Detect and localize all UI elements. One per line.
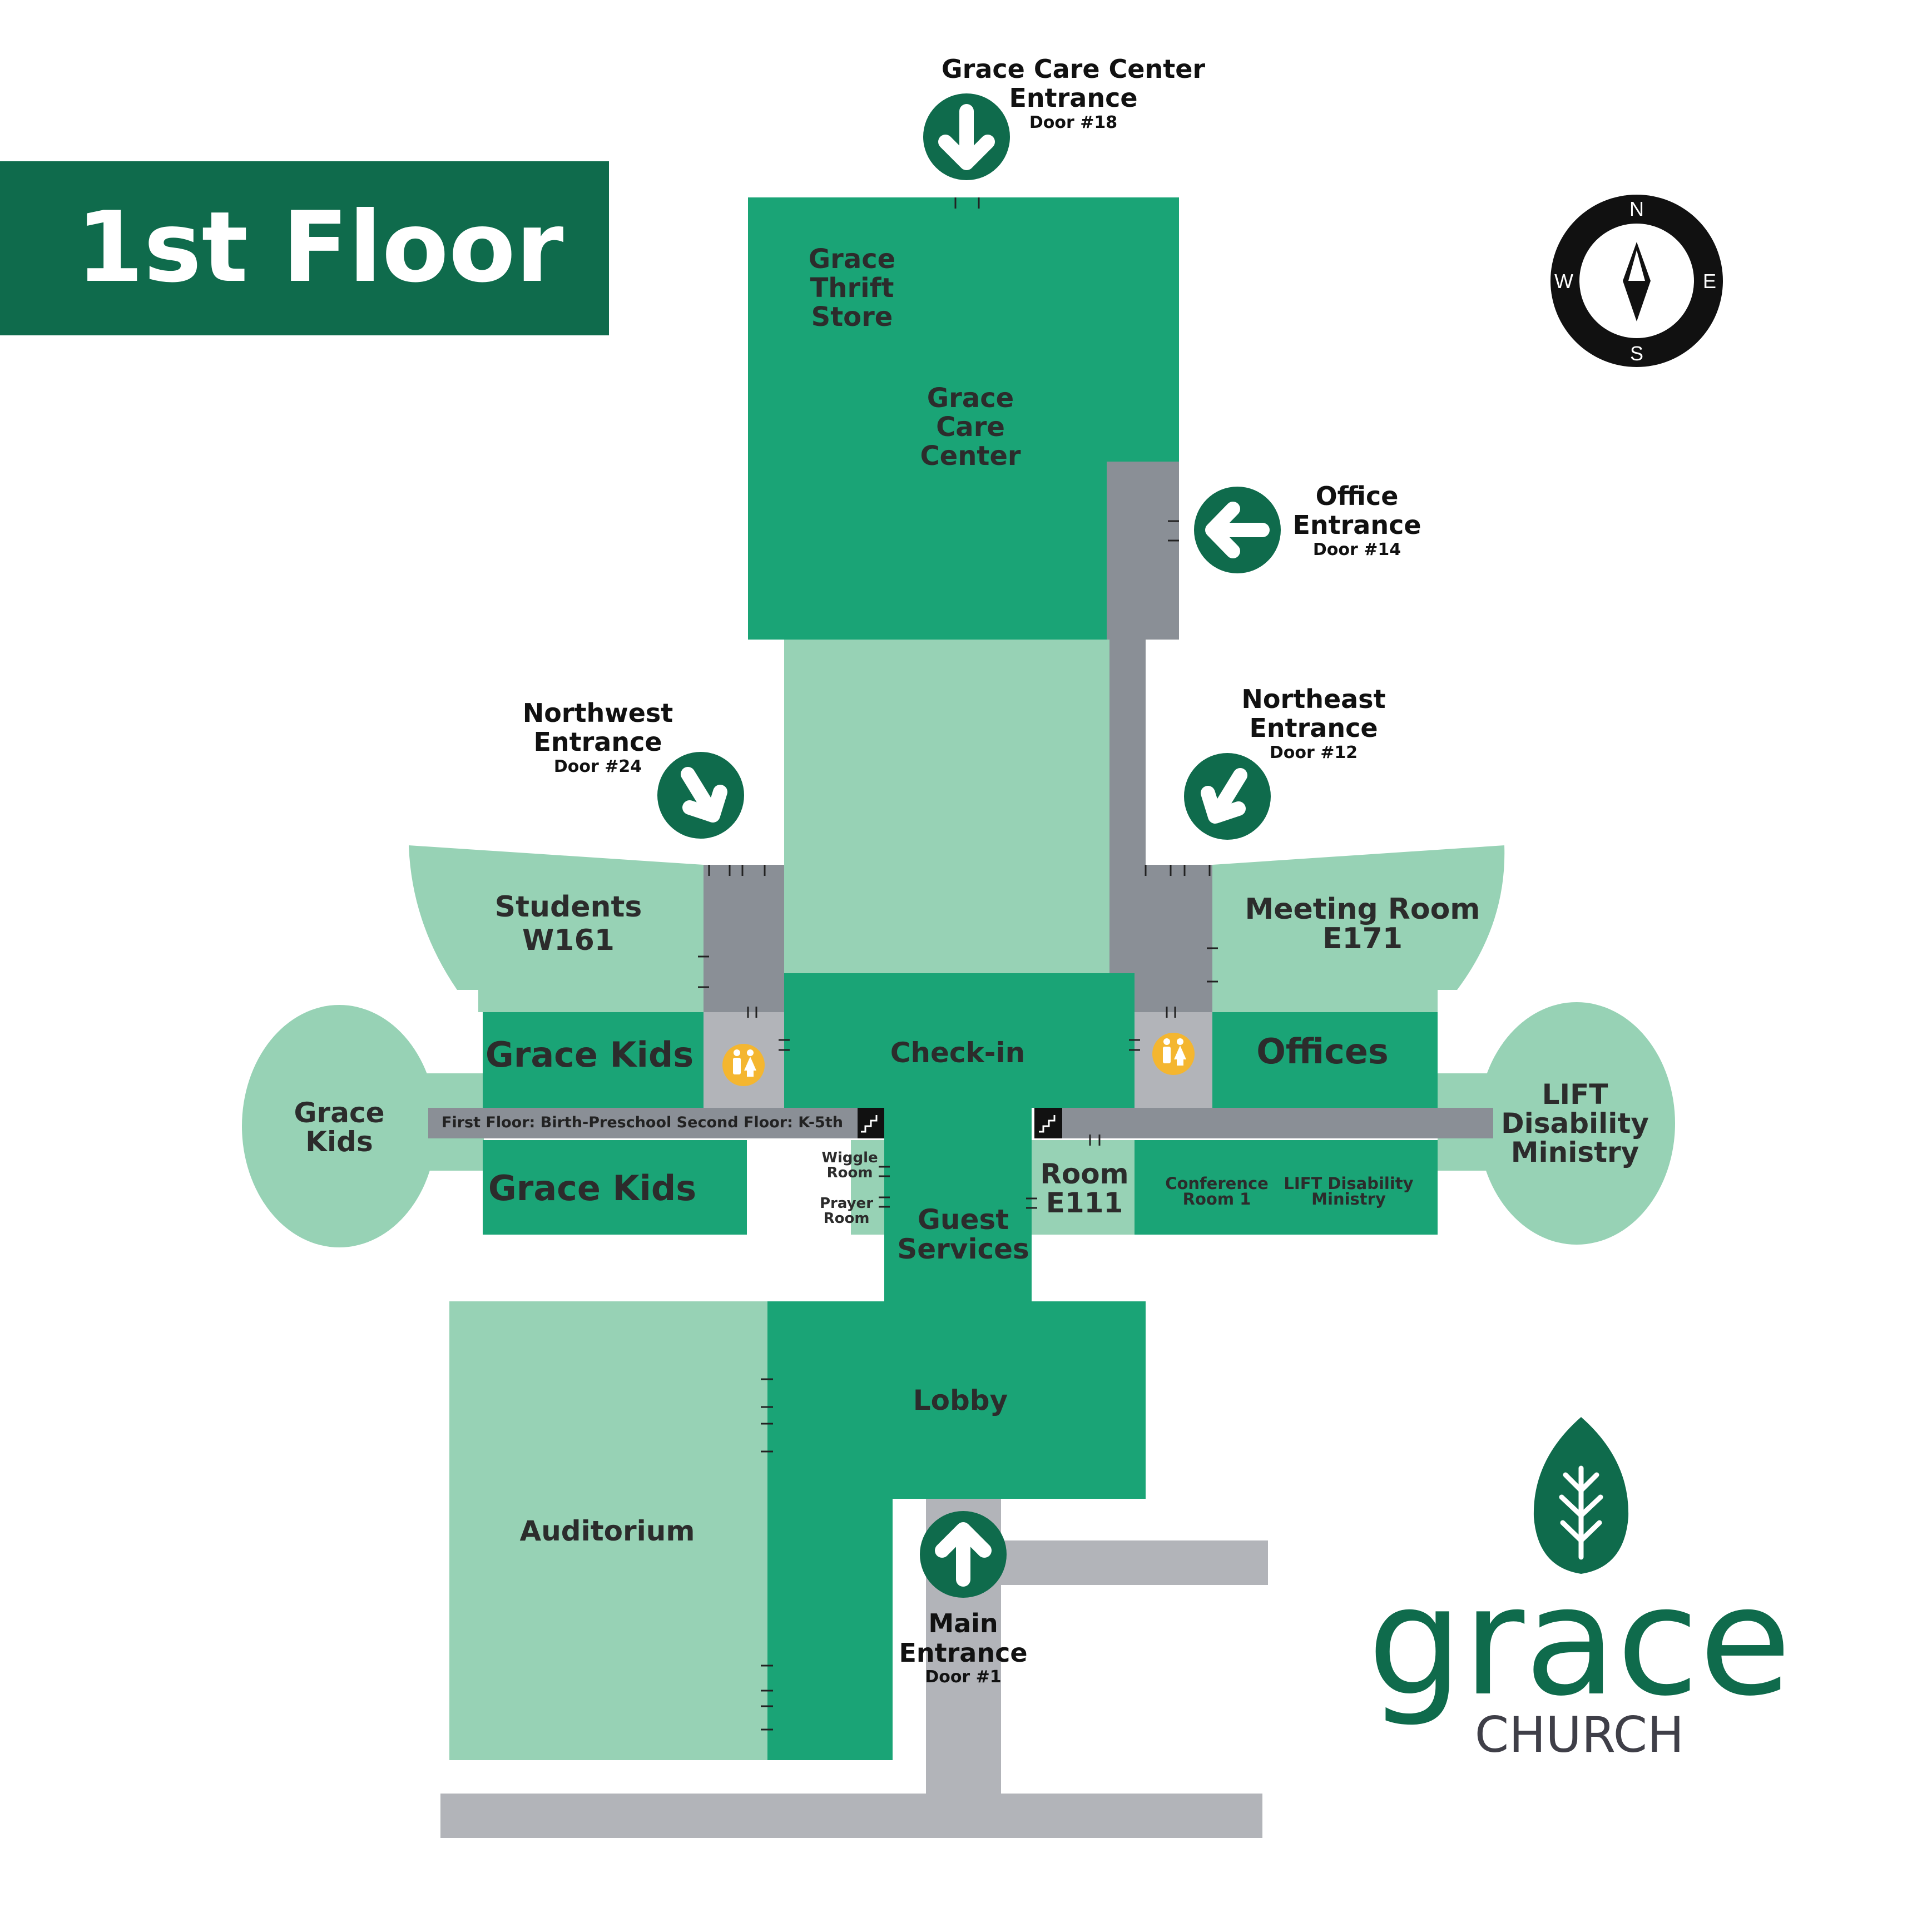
lift-wing-label-1: LIFT <box>1542 1078 1608 1111</box>
conference-lift-rooms <box>1135 1140 1438 1235</box>
compass: N S W E <box>1550 195 1723 367</box>
office-entrance-arrow[interactable] <box>1194 487 1281 573</box>
lift-wing-label-2: Disability <box>1501 1107 1649 1140</box>
grace-kids-wing <box>242 1005 437 1247</box>
northeast-entrance-title: Northeast <box>1241 684 1385 714</box>
guest-services-label-1: Guest <box>918 1203 1009 1236</box>
floor-title-banner <box>0 161 609 335</box>
care-center-label-2: Care <box>936 412 1005 443</box>
main-entrance-arrow[interactable] <box>920 1511 1007 1598</box>
main-entrance-subtitle: Entrance <box>899 1638 1027 1668</box>
care-center-entrance-subtitle: Entrance <box>1009 83 1137 113</box>
students-label-1: Students <box>495 890 642 924</box>
thrift-store-label-1: Grace <box>809 244 895 275</box>
compass-w: W <box>1554 270 1573 293</box>
door-marks <box>698 197 1218 1731</box>
meeting-room-label-2: E171 <box>1322 922 1403 955</box>
northwest-vestibule <box>704 865 784 1012</box>
room-e111-label-2: E111 <box>1046 1187 1123 1219</box>
care-center-label-3: Center <box>920 440 1021 472</box>
arrow-left-icon <box>1205 502 1270 558</box>
office-entrance-subtitle: Entrance <box>1292 510 1421 540</box>
grace-kids-upper-room <box>483 1012 704 1108</box>
northwest-entrance-door: Door #24 <box>554 757 642 776</box>
students-label-2: W161 <box>522 924 615 957</box>
central-hall <box>784 640 1109 976</box>
logo-sub: CHURCH <box>1475 1706 1684 1763</box>
compass-n: N <box>1629 197 1644 220</box>
offices-room <box>1212 1012 1438 1108</box>
lift-room-label-2: Ministry <box>1311 1190 1386 1208</box>
wiggle-room-label-2: Room <box>827 1165 873 1181</box>
care-center-entrance-title: Grace Care Center <box>942 54 1206 84</box>
compass-s: S <box>1630 342 1643 365</box>
check-in-label: Check-in <box>890 1037 1026 1069</box>
small-rooms-area <box>851 1140 884 1235</box>
leaf-icon <box>1533 1417 1629 1574</box>
room-e111-label-1: Room <box>1040 1158 1128 1190</box>
logo-word: grace <box>1368 1554 1791 1729</box>
main-entrance-title: Main <box>928 1608 998 1638</box>
room-e111-area <box>1032 1140 1135 1235</box>
arrow-up-icon <box>935 1522 992 1587</box>
northeast-entrance-door: Door #12 <box>1270 743 1358 762</box>
kids-hallway-note: First Floor: Birth-Preschool Second Floo… <box>442 1114 843 1131</box>
east-corridor <box>1109 640 1146 865</box>
grace-church-logo: grace CHURCH <box>1368 1417 1791 1763</box>
walkway-east <box>1001 1540 1268 1585</box>
main-entrance-door: Door #1 <box>925 1667 1001 1687</box>
meeting-room-label-1: Meeting Room <box>1245 893 1480 926</box>
restroom-icon-west <box>722 1044 765 1086</box>
lobby-area <box>767 1301 1146 1499</box>
northeast-entrance-arrow[interactable] <box>1184 753 1271 840</box>
floor-title: 1st Floor <box>76 191 564 304</box>
thrift-store-label-2: Thrift <box>810 273 894 304</box>
care-center-entrance-arrow[interactable] <box>923 93 1010 180</box>
prayer-room-label-1: Prayer <box>820 1195 873 1212</box>
northwest-entrance-title: Northwest <box>523 698 673 728</box>
office-entrance-title: Office <box>1316 481 1399 511</box>
walkway-south <box>440 1794 1262 1838</box>
grace-kids-wing-label-1: Grace <box>294 1097 385 1129</box>
prayer-room-label-2: Room <box>824 1210 870 1227</box>
arrow-down-icon <box>938 104 995 170</box>
conference-room-label-1: Conference <box>1165 1174 1269 1193</box>
office-entrance-door: Door #14 <box>1313 540 1401 559</box>
offices-label: Offices <box>1256 1031 1389 1072</box>
meeting-room-shape <box>1212 845 1505 1012</box>
kids-hallway <box>428 1108 858 1138</box>
guest-services-label-2: Services <box>897 1233 1029 1265</box>
compass-e: E <box>1703 270 1716 293</box>
grace-kids-lower-label: Grace Kids <box>488 1168 696 1208</box>
grace-kids-upper-label: Grace Kids <box>486 1034 693 1075</box>
auditorium-room <box>449 1301 767 1760</box>
auditorium-label: Auditorium <box>520 1515 695 1547</box>
office-corridor <box>1107 462 1179 640</box>
compass-needle-icon <box>1623 242 1651 321</box>
check-in-area <box>784 973 1135 1108</box>
conference-room-label-2: Room 1 <box>1183 1190 1251 1208</box>
care-center-entrance-door: Door #18 <box>1029 113 1117 132</box>
guest-services-area <box>884 1108 1032 1304</box>
restroom-icon-east <box>1152 1033 1195 1075</box>
grace-kids-wing-label-2: Kids <box>305 1126 373 1158</box>
students-room-shape <box>409 845 704 1012</box>
arrow-down-left-icon <box>1201 768 1247 824</box>
wiggle-room-label-1: Wiggle <box>821 1150 878 1166</box>
lift-wing <box>1478 1002 1675 1245</box>
lift-hallway <box>1062 1108 1493 1138</box>
lobby-label: Lobby <box>913 1384 1008 1416</box>
northeast-entrance-subtitle: Entrance <box>1249 713 1378 743</box>
northwest-entrance-arrow[interactable] <box>657 752 744 839</box>
lift-wing-label-3: Ministry <box>1511 1136 1639 1168</box>
lift-room-label-1: LIFT Disability <box>1284 1174 1413 1193</box>
arrow-down-right-icon <box>681 767 727 823</box>
thrift-store-label-3: Store <box>811 301 893 333</box>
grace-kids-lower-room <box>483 1140 747 1235</box>
care-center-label-1: Grace <box>927 383 1014 414</box>
northwest-entrance-subtitle: Entrance <box>533 727 662 757</box>
